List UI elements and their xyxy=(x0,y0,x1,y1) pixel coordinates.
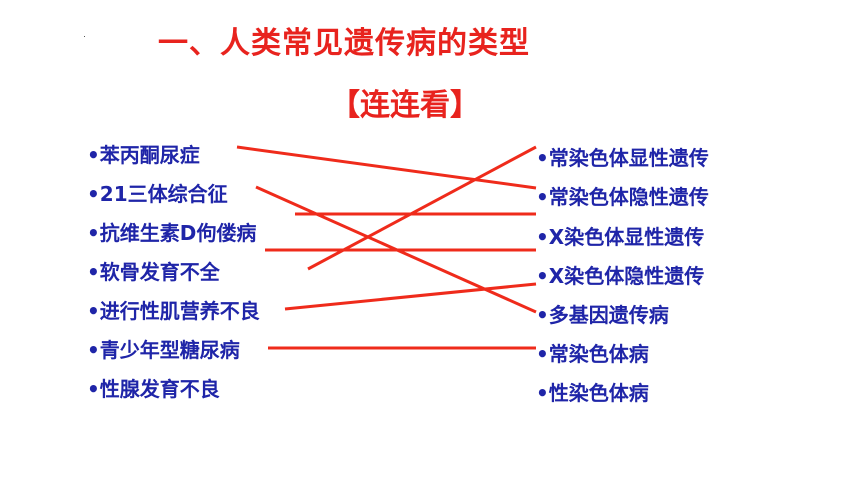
left-item-label: 性腺发育不良 xyxy=(99,377,220,401)
left-item-label: 进行性肌营养不良 xyxy=(99,299,260,323)
left-item-juvenile-diabetes[interactable]: •青少年型糖尿病 xyxy=(87,338,240,362)
left-item-rickets[interactable]: •抗维生素D佝偻病 xyxy=(87,221,256,245)
line-pku-autosomal-recessive xyxy=(236,145,537,190)
left-item-muscular-dystrophy[interactable]: •进行性肌营养不良 xyxy=(87,299,260,323)
right-item-label: 常染色体隐性遗传 xyxy=(548,185,709,209)
right-item-autosomal-chromosome-disease[interactable]: •常染色体病 xyxy=(536,342,649,366)
bullet-icon: • xyxy=(87,182,100,206)
page-subtitle: 【连连看】 xyxy=(330,88,480,123)
right-item-label: 常染色体显性遗传 xyxy=(548,146,709,170)
left-item-label: 苯丙酮尿症 xyxy=(99,143,200,167)
left-item-achondroplasia[interactable]: •软骨发育不全 xyxy=(87,260,220,284)
bullet-icon: • xyxy=(87,338,100,362)
bullet-icon: • xyxy=(536,342,549,366)
right-item-autosomal-dominant[interactable]: •常染色体显性遗传 xyxy=(536,146,709,170)
bullet-icon: • xyxy=(536,146,549,170)
bullet-icon: • xyxy=(87,260,100,284)
right-item-autosomal-recessive[interactable]: •常染色体隐性遗传 xyxy=(536,185,709,209)
bullet-icon: • xyxy=(536,381,549,405)
left-item-trisomy21[interactable]: •21三体综合征 xyxy=(87,182,228,206)
line-dmd-x-recessive xyxy=(284,282,537,311)
right-item-sex-chromosome-disease[interactable]: •性染色体病 xyxy=(536,381,649,405)
bullet-icon: • xyxy=(87,143,100,167)
bullet-icon: • xyxy=(87,377,100,401)
right-item-label: 性染色体病 xyxy=(548,381,649,405)
left-item-label: 青少年型糖尿病 xyxy=(99,338,240,362)
bullet-icon: • xyxy=(536,185,549,209)
bullet-icon: • xyxy=(536,225,549,249)
left-item-label: 21三体综合征 xyxy=(99,182,228,206)
right-item-label: X染色体显性遗传 xyxy=(548,225,705,249)
bullet-icon: • xyxy=(87,299,100,323)
stray-dot xyxy=(84,36,85,37)
left-item-label: 抗维生素D佝偻病 xyxy=(99,221,257,245)
right-item-x-dominant[interactable]: •X染色体显性遗传 xyxy=(536,225,704,249)
right-item-polygenic[interactable]: •多基因遗传病 xyxy=(536,303,669,327)
page-title: 一、人类常见遗传病的类型 xyxy=(158,26,530,61)
left-item-gonadal-dysgenesis[interactable]: •性腺发育不良 xyxy=(87,377,220,401)
bullet-icon: • xyxy=(536,303,549,327)
right-item-label: X染色体隐性遗传 xyxy=(548,264,705,288)
right-item-label: 常染色体病 xyxy=(548,342,649,366)
right-item-x-recessive[interactable]: •X染色体隐性遗传 xyxy=(536,264,704,288)
left-item-pku[interactable]: •苯丙酮尿症 xyxy=(87,143,200,167)
bullet-icon: • xyxy=(87,221,100,245)
right-item-label: 多基因遗传病 xyxy=(548,303,669,327)
left-item-label: 软骨发育不全 xyxy=(99,260,220,284)
bullet-icon: • xyxy=(536,264,549,288)
